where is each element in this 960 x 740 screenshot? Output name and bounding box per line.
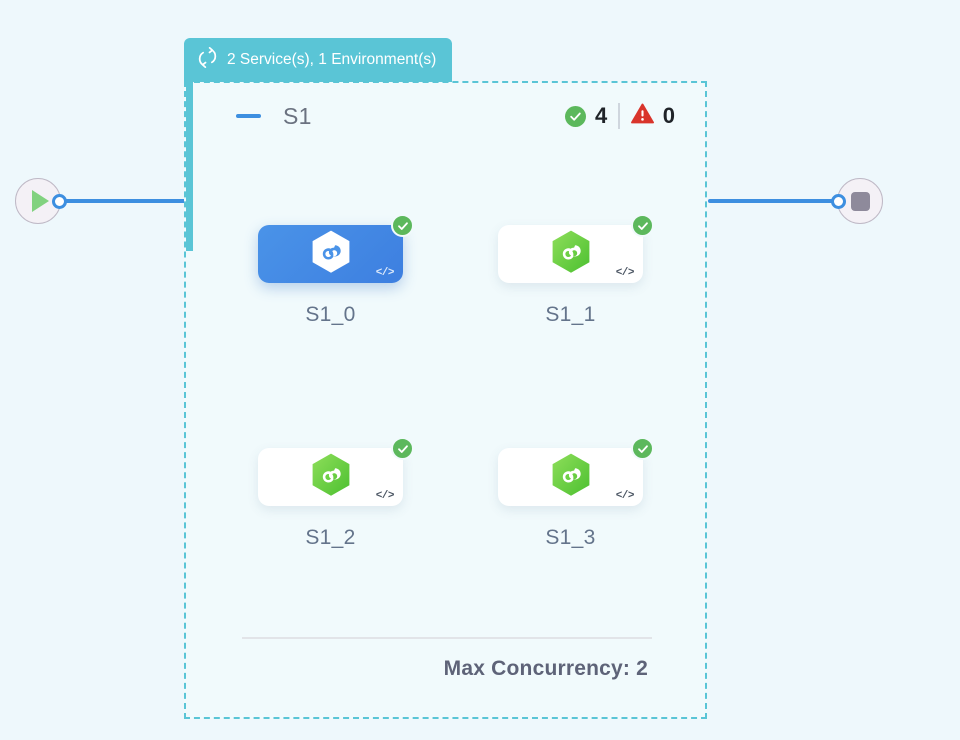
code-icon[interactable]: </> xyxy=(615,267,635,279)
node-s1-3[interactable]: </> S1_3 xyxy=(498,437,654,550)
stage-label: S1 xyxy=(283,102,312,129)
node-card[interactable]: </> xyxy=(258,437,414,506)
end-input-port[interactable] xyxy=(831,194,846,209)
node-s1-2[interactable]: </> S1_2 xyxy=(258,437,414,550)
nodejs-hexagon-icon xyxy=(309,452,353,503)
stat-error: 0 xyxy=(630,103,675,129)
node-s1-0[interactable]: </> S1_0 xyxy=(258,214,414,327)
play-icon xyxy=(32,190,49,212)
node-label: S1_3 xyxy=(545,526,596,549)
stat-success: 4 xyxy=(565,103,607,129)
nodejs-hexagon-icon xyxy=(549,229,593,280)
check-circle-icon xyxy=(391,437,414,460)
stat-success-count: 4 xyxy=(595,103,608,128)
start-output-port[interactable] xyxy=(52,194,67,209)
node-card[interactable]: </> xyxy=(258,214,414,283)
node-card[interactable]: </> xyxy=(498,214,654,283)
check-circle-icon xyxy=(631,437,654,460)
node-card[interactable]: </> xyxy=(498,437,654,506)
warning-triangle-icon xyxy=(630,103,654,129)
node-label: S1_1 xyxy=(545,303,596,326)
footer-divider xyxy=(242,637,652,639)
node-s1-1[interactable]: </> S1_1 xyxy=(498,214,654,327)
stat-error-count: 0 xyxy=(662,103,675,128)
nodejs-hexagon-icon xyxy=(549,452,593,503)
loop-icon xyxy=(197,47,218,73)
node-label: S1_0 xyxy=(305,303,356,326)
code-icon[interactable]: </> xyxy=(615,490,635,502)
stats-divider xyxy=(618,103,620,129)
nodejs-hexagon-icon xyxy=(309,229,353,280)
group-left-accent-bar xyxy=(186,82,193,251)
stop-icon xyxy=(850,191,870,211)
stage-header-row: S1 4 xyxy=(186,83,705,149)
check-circle-icon xyxy=(565,105,586,127)
node-label: S1_2 xyxy=(305,526,356,549)
service-group: 2 Service(s), 1 Environment(s) S1 4 xyxy=(184,38,707,719)
max-concurrency-label: Max Concurrency: 2 xyxy=(443,657,648,680)
code-icon[interactable]: </> xyxy=(375,267,395,279)
edge-group-to-end[interactable] xyxy=(708,199,836,203)
group-title: 2 Service(s), 1 Environment(s) xyxy=(227,51,437,68)
check-circle-icon xyxy=(391,214,414,237)
group-body: S1 4 xyxy=(184,81,707,719)
stage-stats: 4 0 xyxy=(565,103,675,129)
minus-icon[interactable] xyxy=(236,114,261,118)
edge-start-to-group[interactable] xyxy=(63,199,189,203)
group-header[interactable]: 2 Service(s), 1 Environment(s) xyxy=(184,38,453,82)
code-icon[interactable]: </> xyxy=(375,490,395,502)
check-circle-icon xyxy=(631,214,654,237)
